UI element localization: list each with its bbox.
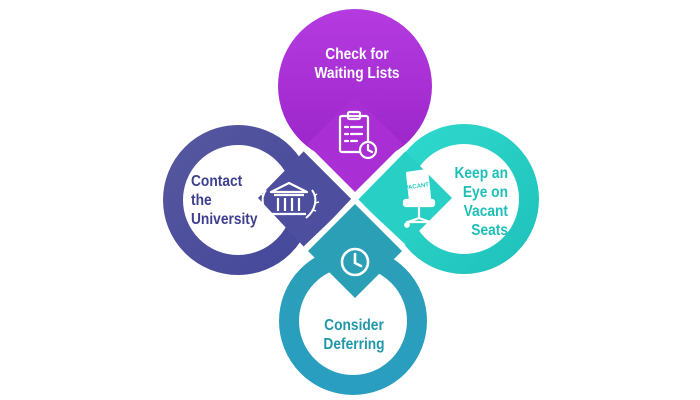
label-line: Keep an [454,165,508,182]
university-building-icon [258,181,320,219]
vacant-chair-icon [402,168,436,228]
center-diamond-connector [258,97,452,298]
clipboard-clock-icon [338,110,378,160]
label-consider-deferring: Consider Deferring [294,316,414,354]
label-vacant-seats: Keep an Eye on Vacant Seats [419,164,508,240]
node-top-waiting-lists [278,9,432,163]
label-line: Seats [471,222,508,239]
label-line: University [191,211,258,228]
label-line: Waiting Lists [314,65,400,82]
label-line: Consider [324,317,384,334]
label-line: Deferring [323,336,385,353]
label-line: Check for [325,46,389,63]
label-line: Contact [191,173,243,190]
label-line: Eye on [462,184,508,201]
label-line: Vacant [463,203,508,220]
label-waiting-lists: Check for Waiting Lists [293,45,422,83]
label-contact-university: Contact the University [191,172,268,229]
label-line: the [191,192,212,209]
clock-icon [340,247,370,277]
vacant-sign-text: VACANT [404,182,429,191]
